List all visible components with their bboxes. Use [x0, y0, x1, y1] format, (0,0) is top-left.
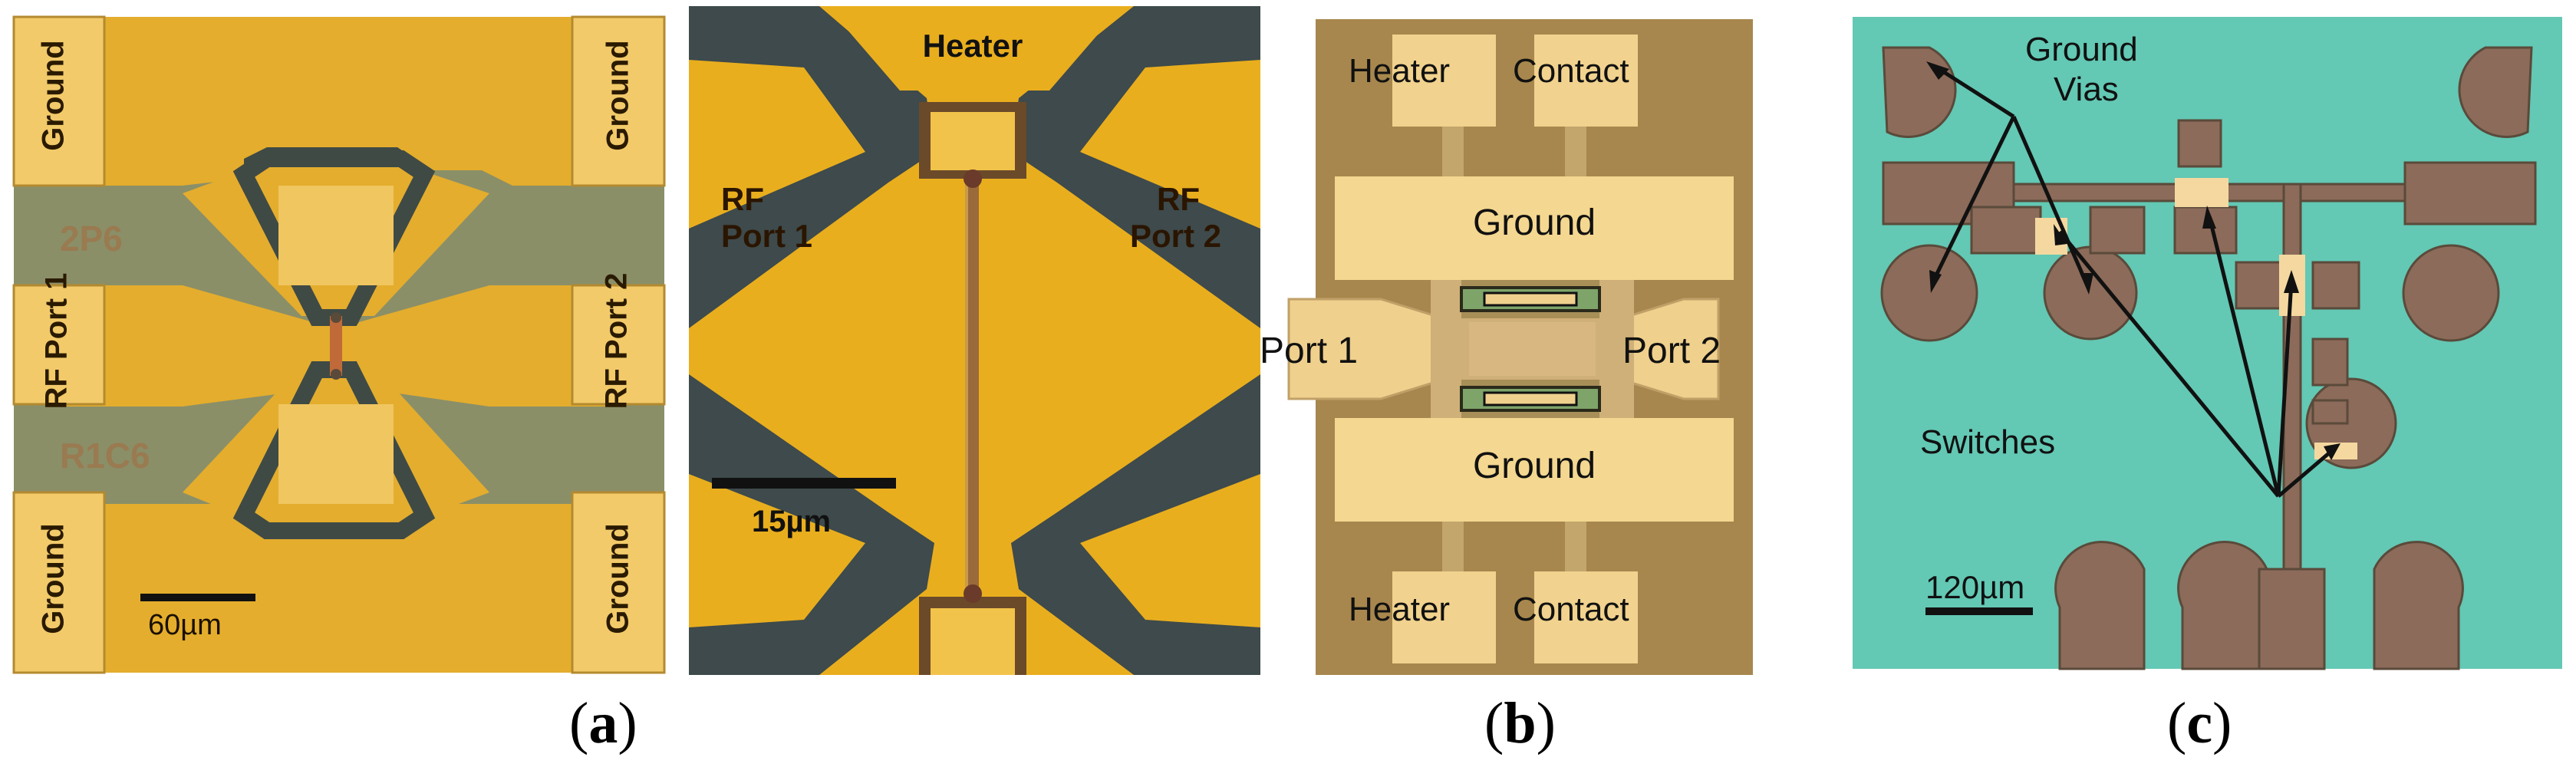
- caption-b-letter: b: [1504, 691, 1537, 755]
- port-1-label: Port 1: [1260, 331, 1359, 371]
- panel-a-left-image: [12, 15, 666, 674]
- caption-a-close: ): [618, 691, 637, 755]
- caption-b-close: ): [1536, 691, 1556, 755]
- switches-label: Switches: [1920, 423, 2056, 461]
- panel-a-right-image: [689, 6, 1260, 675]
- panel-b-micrograph: Heater Contact Ground Port 1 Port 2 Grou…: [1260, 19, 1795, 675]
- panel-c-image: [1853, 17, 2562, 670]
- chip-mark-bottom: R1C6: [60, 436, 150, 476]
- ground-label-bottom: Ground: [1472, 446, 1596, 486]
- caption-a: (a): [569, 689, 637, 758]
- contact-label-top: Contact: [1513, 52, 1629, 90]
- caption-b-open: (: [1484, 691, 1504, 755]
- ground-label-top-right: Ground: [601, 40, 635, 151]
- caption-c-letter: c: [2186, 691, 2213, 755]
- rf-port-2-label: RF Port 2: [599, 272, 634, 410]
- scale-bar-label: 120µm: [1925, 569, 2025, 605]
- rf-port-1-line1: RF: [721, 181, 764, 217]
- chip-mark-top: 2P6: [60, 219, 123, 258]
- ground-label-bottom-left: Ground: [36, 523, 71, 634]
- ground-label-top: Ground: [1472, 202, 1596, 243]
- scale-bar-label: 15µm: [752, 505, 832, 538]
- ground-vias-label-line2: Vias: [2054, 71, 2119, 108]
- caption-a-letter: a: [588, 691, 618, 755]
- panel-c-micrograph: Ground Vias Switches 120µm: [1853, 17, 2562, 670]
- heater-label-top: Heater: [1349, 52, 1451, 90]
- caption-c: (c): [2167, 689, 2232, 758]
- rf-port-1-label: RF Port 1: [39, 272, 74, 410]
- caption-c-open: (: [2167, 691, 2187, 755]
- ground-label-bottom-right: Ground: [601, 523, 635, 634]
- caption-b: (b): [1484, 689, 1556, 758]
- panel-a-left-micrograph: Ground Ground Ground Ground RF Port 1 RF…: [12, 15, 666, 674]
- panel-a-right-micrograph: Heater RF Port 1 RF Port 2 15µm: [689, 6, 1260, 675]
- ground-vias-label-line1: Ground: [2025, 31, 2138, 68]
- scale-bar-label: 60µm: [148, 609, 222, 641]
- contact-label-bottom: Contact: [1513, 591, 1629, 628]
- heater-label: Heater: [922, 28, 1023, 64]
- caption-a-open: (: [569, 691, 589, 755]
- ground-label-top-left: Ground: [36, 40, 71, 151]
- rf-port-1-line2: Port 1: [721, 218, 813, 254]
- heater-label-bottom: Heater: [1349, 591, 1451, 628]
- rf-port-2-line1: RF: [1157, 181, 1200, 217]
- port-2-label: Port 2: [1622, 331, 1721, 371]
- panel-b-image: [1273, 19, 1795, 675]
- caption-c-close: ): [2212, 691, 2232, 755]
- rf-port-2-line2: Port 2: [1130, 218, 1222, 254]
